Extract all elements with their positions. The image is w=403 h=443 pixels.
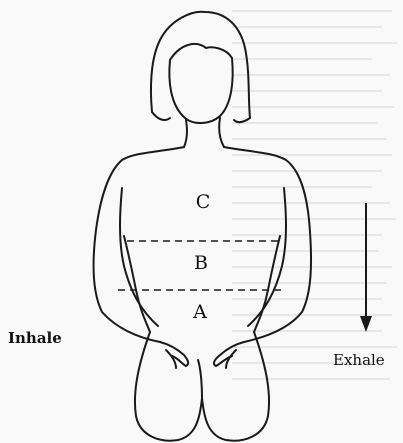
exhale-arrow	[360, 203, 372, 332]
zone-label-a: A	[192, 301, 207, 323]
hair-outline	[151, 12, 250, 122]
zone-label-c: C	[196, 191, 211, 213]
face-outline	[169, 44, 232, 123]
left-arm-outline	[94, 147, 184, 342]
inhale-label: Inhale	[8, 329, 62, 347]
exhale-label: Exhale	[333, 351, 385, 369]
right-arm-outline	[224, 147, 311, 342]
zone-label-b: B	[194, 252, 208, 274]
right-hand	[214, 342, 244, 366]
